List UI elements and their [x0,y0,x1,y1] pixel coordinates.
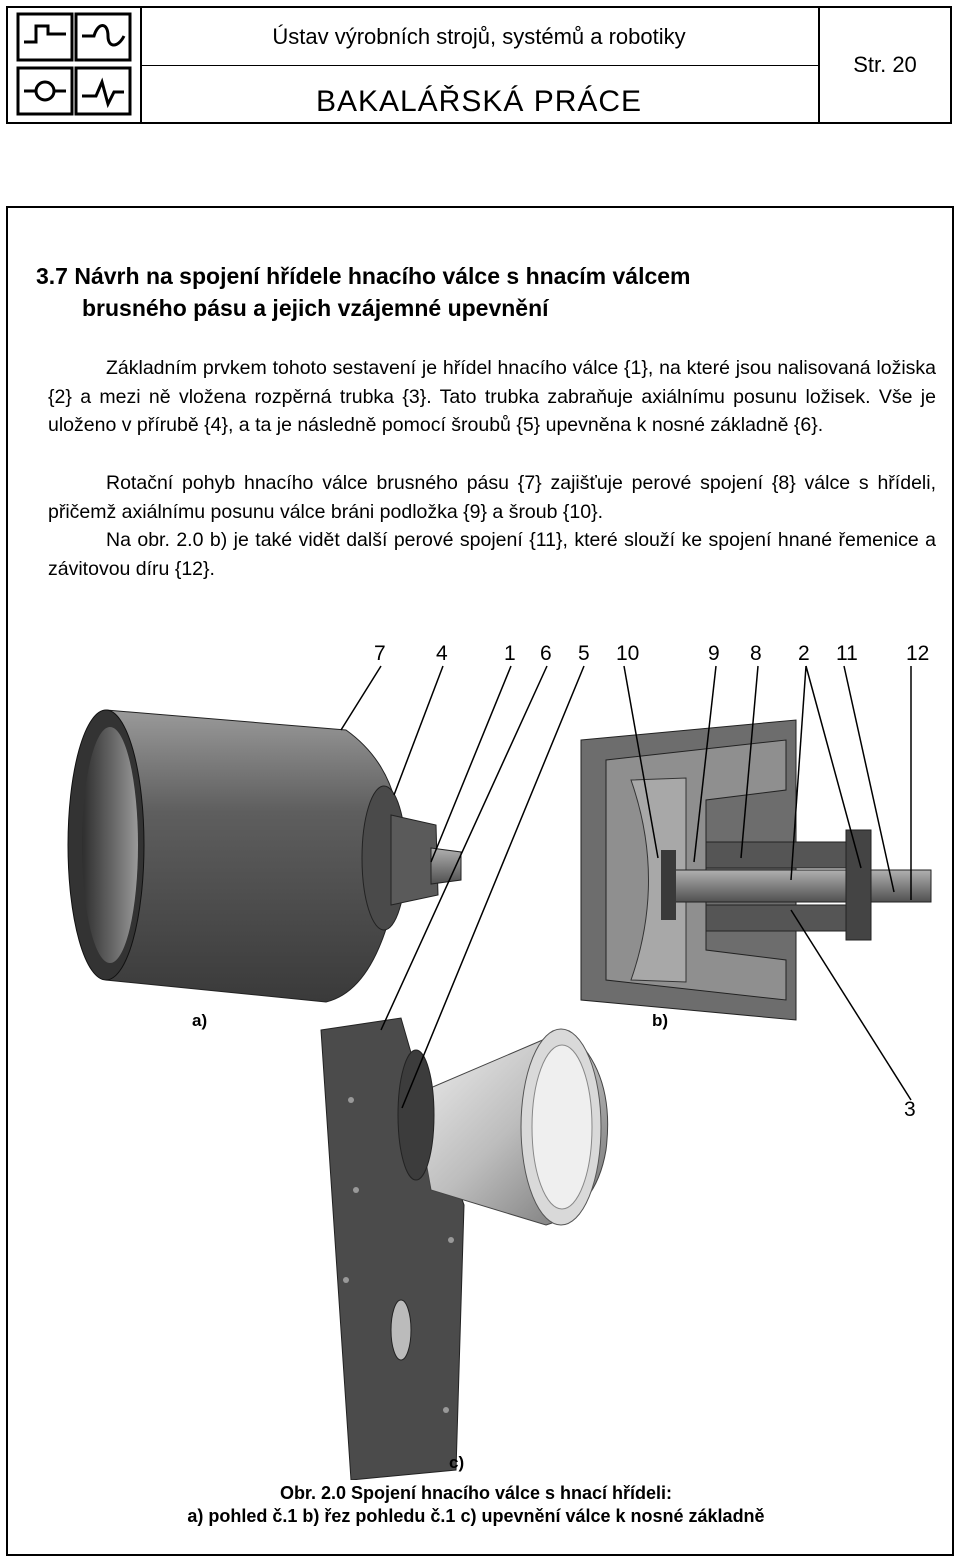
callout-label: 9 [708,642,720,665]
callout-label: 3 [904,1098,916,1121]
callout-label: 2 [798,642,810,665]
assembly-figure: 7 4 1 6 5 10 9 8 2 11 12 3 [6,630,946,1500]
section-title-line1: 3.7 Návrh na spojení hřídele hnacího vál… [36,263,691,289]
page-header: Ústav výrobních strojů, systémů a roboti… [6,6,952,124]
callout-label: 5 [578,642,590,665]
view-label-b: b) [652,1011,668,1030]
callout-label: 1 [504,642,516,665]
figure-caption-subtitle: a) pohled č.1 b) řez pohledu č.1 c) upev… [187,1506,765,1526]
callout-label: 10 [616,642,639,665]
callout-label: 8 [750,642,762,665]
view-label-c: c) [449,1453,464,1472]
callout-label: 7 [374,642,386,665]
paragraph-3: Na obr. 2.0 b) je také vidět další perov… [48,529,936,580]
view-label-a: a) [192,1011,207,1030]
page-content: 3.7 Návrh na spojení hřídele hnacího vál… [6,206,954,1556]
paragraph-1: Základním prvkem tohoto sestavení je hří… [48,357,936,436]
document-type: BAKALÁŘSKÁ PRÁCE [315,85,643,118]
callout-label: 6 [540,642,552,665]
section-view-b [580,719,932,1021]
drum-view-a [67,709,462,1003]
figure-caption: Obr. 2.0 Spojení hnacího válce s hnací h… [279,1483,673,1503]
base-plate-view-c [320,1017,609,1481]
callout-label: 12 [906,642,929,665]
institute-name: Ústav výrobních strojů, systémů a roboti… [140,8,818,66]
callout-label: 11 [836,642,858,665]
page-number: Str. 20 [853,52,917,77]
callout-label: 4 [436,642,448,665]
paragraph-2: Rotační pohyb hnacího válce brusného pás… [48,472,936,523]
section-title: 3.7 Návrh na spojení hřídele hnacího vál… [36,260,916,324]
institute-logo [8,8,142,122]
section-title-line2: brusného pásu a jejich vzájemné upevnění [82,295,549,321]
